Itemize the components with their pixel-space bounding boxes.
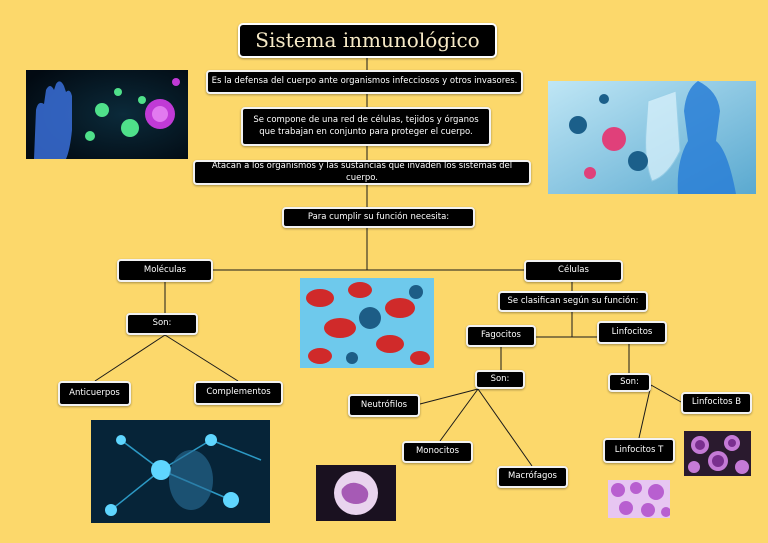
connector — [94, 334, 166, 382]
monocyte-image — [316, 465, 396, 521]
composition-line-1: Se compone de una red de células, tejido… — [253, 115, 479, 126]
phagocytes-box: Fagocitos — [466, 325, 536, 347]
lymphocyte-b-image — [684, 431, 751, 476]
phagocytes-son-box: Son: — [475, 370, 525, 389]
molecules-son-box: Son: — [126, 313, 198, 335]
molecules-box: Moléculas — [117, 259, 213, 282]
complements-box: Complementos — [194, 381, 283, 405]
neural-network-image — [91, 420, 270, 523]
lymphocytes-son-box: Son: — [608, 373, 651, 392]
shield-body-virus-image — [548, 81, 756, 194]
lymphocytes-box: Linfocitos — [597, 321, 667, 344]
connector — [439, 388, 479, 442]
page-title: Sistema inmunológico — [238, 23, 497, 58]
lymphocytes-t-box: Linfocitos T — [603, 438, 675, 463]
blood-cells-virus-image — [300, 278, 434, 368]
classify-box: Se clasifican según su función: — [498, 291, 648, 312]
composition-definition: Se compone de una red de células, tejido… — [241, 107, 491, 146]
needs-box: Para cumplir su función necesita: — [282, 207, 475, 228]
cells-box: Células — [524, 260, 623, 282]
macrophages-box: Macrófagos — [497, 466, 568, 488]
antibodies-box: Anticuerpos — [58, 381, 131, 406]
connector — [419, 388, 479, 405]
composition-line-2: que trabajan en conjunto para proteger e… — [259, 126, 473, 137]
lymphocytes-b-box: Linfocitos B — [681, 392, 752, 414]
connector — [638, 384, 652, 439]
monocytes-box: Monocitos — [402, 441, 473, 463]
lymphocyte-t-image — [608, 480, 670, 518]
connector — [650, 384, 682, 403]
attack-definition: Atacan a los organismos y las sustancias… — [193, 160, 531, 185]
defense-definition: Es la defensa del cuerpo ante organismos… — [206, 70, 523, 94]
neutrophils-box: Neutrófilos — [348, 394, 420, 417]
connector — [164, 334, 239, 382]
virus-stop-hand-image — [26, 70, 188, 159]
connector — [477, 388, 533, 467]
